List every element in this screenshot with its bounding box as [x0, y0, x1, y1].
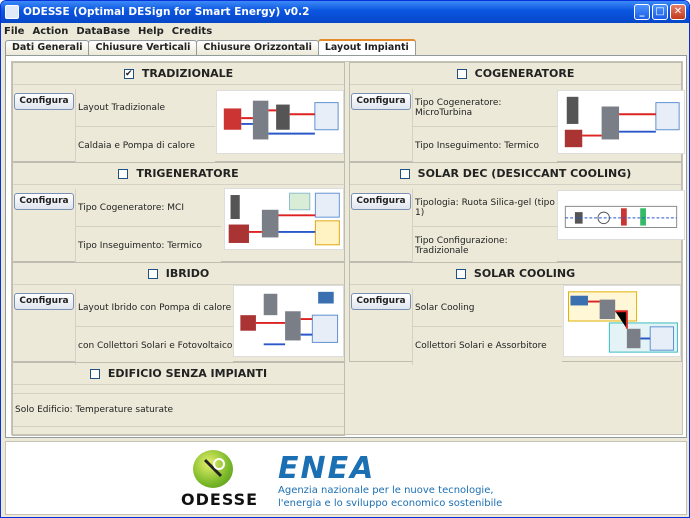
- tab-dati-generali[interactable]: Dati Generali: [5, 40, 90, 55]
- title-bar[interactable]: ODESSE (Optimal DESign for Smart Energy)…: [1, 1, 689, 23]
- menu-file[interactable]: File: [4, 25, 25, 37]
- section-row-2: con Collettori Solari e Fotovoltaico: [75, 327, 233, 365]
- section-row-1: Solar Cooling: [412, 289, 562, 327]
- tab-chiusure-verticali[interactable]: Chiusure Verticali: [88, 40, 198, 55]
- section-ibrido: IBRIDO Configura Layout Ibrido con Pompa…: [12, 262, 345, 365]
- solar-dec-checkbox[interactable]: [399, 168, 410, 179]
- ibrido-layout-diagram: [233, 285, 344, 357]
- section-row-1: Layout Ibrido con Pompa di calore: [75, 289, 233, 327]
- section-row-2: Collettori Solari e Assorbitore: [412, 327, 562, 365]
- trigeneratore-checkbox[interactable]: [118, 168, 129, 179]
- solar-cooling-checkbox[interactable]: [455, 268, 466, 279]
- window-title: ODESSE (Optimal DESign for Smart Energy)…: [23, 6, 310, 18]
- close-button[interactable]: ✕: [670, 4, 686, 20]
- section-title: TRIGENERATORE: [136, 167, 239, 180]
- section-title: COGENERATORE: [474, 67, 575, 80]
- section-title: TRADIZIONALE: [141, 67, 234, 80]
- configura-button-solar-dec[interactable]: Configura: [351, 193, 411, 210]
- section-tradizionale: ✔ TRADIZIONALE Configura Layout Tradizion…: [12, 62, 345, 165]
- section-row-2: Tipo Inseguimento: Termico: [412, 127, 557, 165]
- odesse-logo-icon: [193, 450, 233, 488]
- section-row-2: Tipo Configurazione: Tradizionale: [412, 227, 557, 265]
- section-row-2: Tipo Inseguimento: Termico: [75, 227, 221, 265]
- ibrido-checkbox[interactable]: [147, 268, 158, 279]
- configura-button-trigeneratore[interactable]: Configura: [14, 193, 74, 210]
- edificio-checkbox[interactable]: [89, 368, 100, 379]
- menu-credits[interactable]: Credits: [171, 25, 213, 37]
- enea-logo-text: ENEA: [278, 451, 376, 486]
- menu-bar: File Action DataBase Help Credits: [1, 23, 689, 39]
- minimize-button[interactable]: _: [634, 4, 650, 20]
- tab-chiusure-orizzontali[interactable]: Chiusure Orizzontali: [196, 40, 319, 55]
- section-row-1: Layout Tradizionale: [75, 89, 215, 127]
- app-icon: [5, 5, 19, 19]
- configura-button-ibrido[interactable]: Configura: [14, 293, 74, 310]
- tradizionale-layout-diagram: [216, 90, 344, 154]
- enea-tagline-line1: Agenzia nazionale per le nuove tecnologi…: [278, 485, 494, 496]
- section-edificio-senza-impianti: EDIFICIO SENZA IMPIANTI Solo Edificio: T…: [12, 362, 345, 436]
- configura-button-solar-cooling[interactable]: Configura: [351, 293, 411, 310]
- layout-impianti-panel: ✔ TRADIZIONALE Configura Layout Tradizion…: [5, 55, 687, 438]
- systems-grid: ✔ TRADIZIONALE Configura Layout Tradizion…: [11, 61, 685, 436]
- enea-tagline: Agenzia nazionale per le nuove tecnologi…: [278, 484, 502, 510]
- section-title: SOLAR DEC (DESICCANT COOLING): [417, 167, 632, 180]
- menu-action[interactable]: Action: [32, 25, 69, 37]
- trigeneratore-layout-diagram: [224, 188, 344, 250]
- cogeneratore-checkbox[interactable]: [456, 68, 467, 79]
- tab-strip: Dati Generali Chiusure Verticali Chiusur…: [5, 39, 416, 55]
- tab-layout-impianti[interactable]: Layout Impianti: [317, 39, 416, 55]
- solar-cooling-layout-diagram: [563, 285, 681, 357]
- section-title: SOLAR COOLING: [473, 267, 576, 280]
- section-trigeneratore: TRIGENERATORE Configura Tipo Cogenerator…: [12, 162, 345, 265]
- section-row-1: Tipo Cogeneratore: MicroTurbina: [412, 89, 557, 127]
- tradizionale-checkbox[interactable]: ✔: [123, 68, 134, 79]
- section-row-2: Caldaia e Pompa di calore: [75, 127, 215, 165]
- maximize-button[interactable]: □: [652, 4, 668, 20]
- odesse-logo-text: ODESSE: [181, 490, 259, 509]
- section-solar-cooling: SOLAR COOLING Configura Solar Cooling Co…: [349, 262, 682, 365]
- cogeneratore-layout-diagram: [557, 90, 685, 154]
- section-title: IBRIDO: [165, 267, 210, 280]
- section-row-1: Tipologia: Ruota Silica-gel (tipo 1): [412, 189, 557, 227]
- menu-database[interactable]: DataBase: [76, 25, 131, 37]
- footer-logos: ODESSE ENEA Agenzia nazionale per le nuo…: [5, 441, 687, 515]
- configura-button-cogeneratore[interactable]: Configura: [351, 93, 411, 110]
- section-cogeneratore: COGENERATORE Configura Tipo Cogeneratore…: [349, 62, 685, 165]
- section-title: EDIFICIO SENZA IMPIANTI: [107, 367, 268, 380]
- edificio-row-1: Solo Edificio: Temperature saturate: [13, 393, 344, 427]
- enea-tagline-line2: l'energia e lo sviluppo economico sosten…: [278, 498, 503, 509]
- solar-dec-layout-diagram: [557, 190, 685, 240]
- section-row-1: Tipo Cogeneratore: MCI: [75, 189, 221, 227]
- configura-button-tradizionale[interactable]: Configura: [14, 93, 74, 110]
- section-solar-dec: SOLAR DEC (DESICCANT COOLING) Configura …: [349, 162, 685, 265]
- menu-help[interactable]: Help: [138, 25, 164, 37]
